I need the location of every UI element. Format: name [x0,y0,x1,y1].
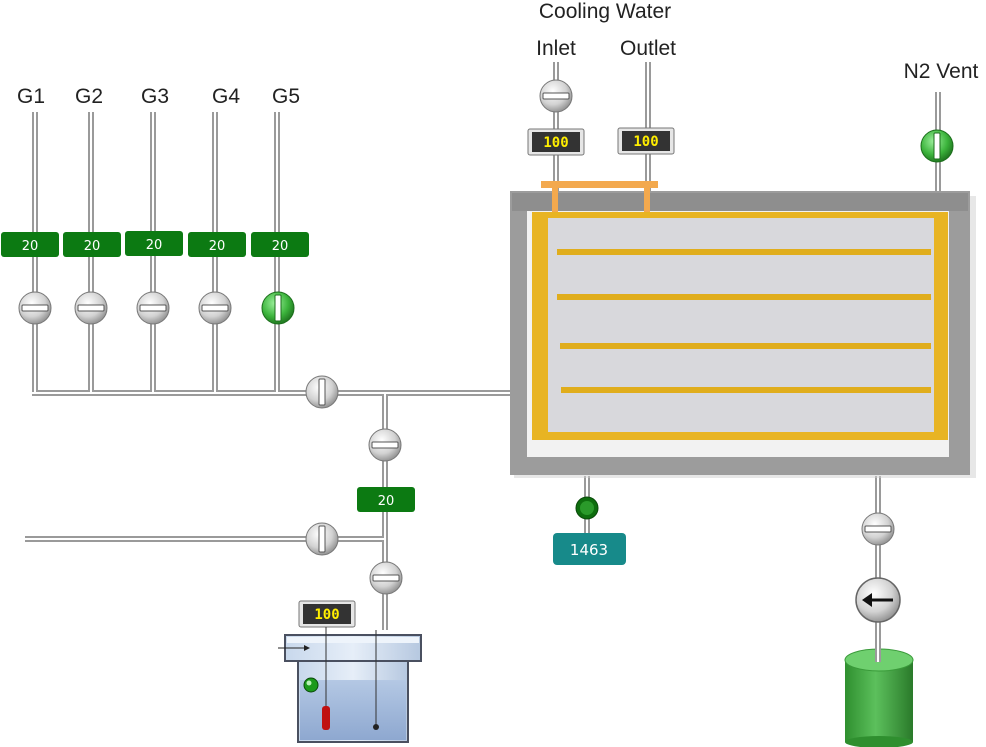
outlet-label: Outlet [620,37,676,60]
flow-readout-g5[interactable]: 20 [251,232,309,257]
gas-label-g1: G1 [17,85,45,108]
display-value: 100 [633,134,658,150]
flow-readout-g1[interactable]: 20 [1,232,59,257]
valve-icon[interactable] [18,291,52,325]
tank-temperature-display: 100 [298,600,356,628]
flow-value: 20 [146,238,163,253]
valve-icon[interactable] [369,561,403,595]
pump-icon[interactable] [855,577,901,623]
cooling-inlet-display: 100 [527,128,585,156]
flow-readout-g4[interactable]: 20 [188,232,246,257]
gas-label-g2: G2 [75,85,103,108]
gas-label-g5: G5 [272,85,300,108]
chamber-pressure-display[interactable]: 1463 [553,533,626,565]
valve-icon[interactable] [368,428,402,462]
cooling-water-label: Cooling Water [539,0,671,23]
display-value: 100 [314,607,339,623]
flow-value: 20 [272,239,289,254]
valve-icon[interactable] [539,79,573,113]
thermometer-icon [322,627,330,730]
liquid-tank [284,634,422,743]
valve-icon[interactable] [305,375,339,409]
valve-icon[interactable] [920,129,954,163]
pressure-sensor [575,496,599,520]
n2-vent-label: N2 Vent [904,60,979,83]
cooling-header [541,181,658,212]
dip-tube [373,630,379,730]
valve-icon[interactable] [305,522,339,556]
flow-value: 20 [84,239,101,254]
valve-icon[interactable] [198,291,232,325]
inlet-label: Inlet [536,37,576,60]
gas-label-g4: G4 [212,85,240,108]
cooling-outlet-display: 100 [617,127,675,155]
gas-label-g3: G3 [141,85,169,108]
process-chamber [510,181,976,478]
pump-reservoir [844,648,914,747]
valve-icon[interactable] [74,291,108,325]
flow-readout-g3[interactable]: 20 [125,231,183,256]
pressure-value: 1463 [570,541,608,559]
heater-element [557,249,931,393]
inlet-arrow-icon [278,645,310,651]
valve-icon[interactable] [861,512,895,546]
level-sensor-icon [303,677,319,693]
display-value: 100 [543,135,568,151]
valve-icon[interactable] [136,291,170,325]
flow-value: 20 [209,239,226,254]
flow-readout-g2[interactable]: 20 [63,232,121,257]
flow-readout-mixed[interactable]: 20 [357,487,415,512]
flow-value: 20 [22,239,39,254]
valve-icon[interactable] [261,291,295,325]
flow-value: 20 [378,494,395,509]
